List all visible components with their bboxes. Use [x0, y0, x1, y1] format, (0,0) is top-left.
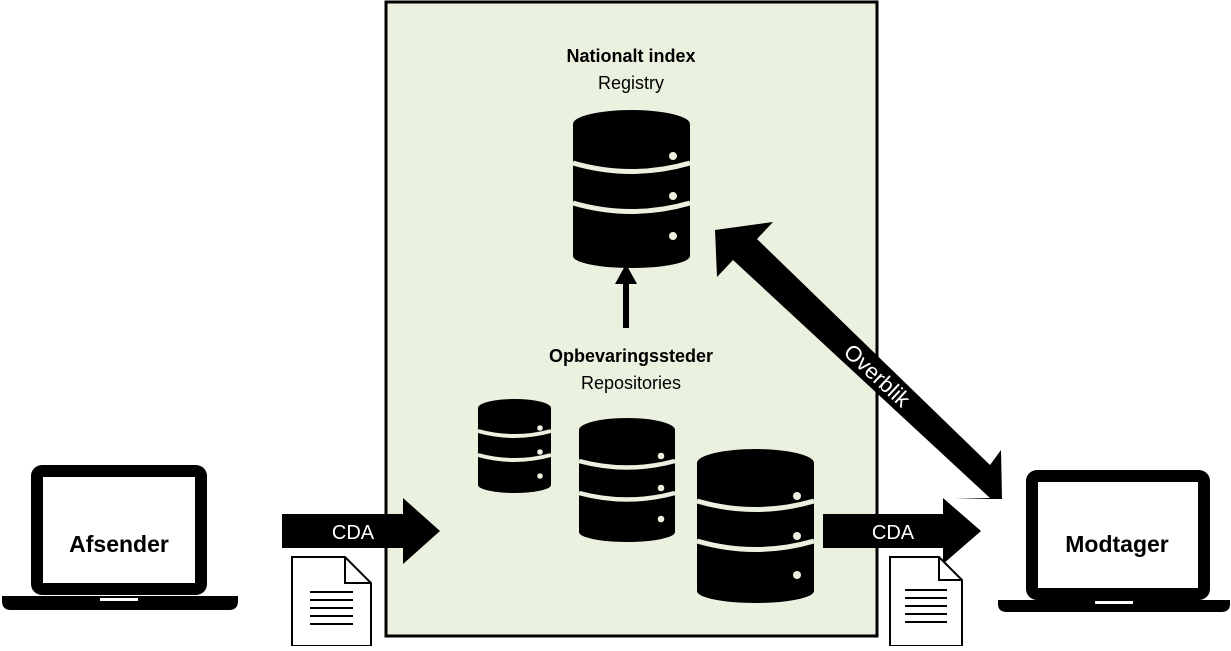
incoming-cda-arrow: [282, 498, 440, 564]
repository-database-icon: [696, 449, 815, 603]
sender-laptop-icon: [2, 465, 238, 610]
repositories-subtitle: Repositories: [581, 373, 681, 393]
registry-title: Nationalt index: [566, 46, 695, 66]
incoming-cda-label: CDA: [332, 522, 375, 544]
outgoing-cda-arrow: [823, 498, 981, 564]
outgoing-document-icon: [889, 556, 963, 647]
sender-label: Afsender: [69, 531, 169, 557]
repository-database-icon: [477, 399, 552, 493]
outgoing-cda-label: CDA: [872, 522, 915, 544]
repository-database-icon: [578, 418, 676, 542]
overview-arrow: [715, 222, 1002, 499]
registry-subtitle: Registry: [598, 73, 664, 93]
receiver-laptop-icon: [998, 470, 1230, 612]
incoming-document-icon: [291, 556, 372, 647]
registry-database-icon: [572, 110, 691, 268]
index-arrow: [615, 264, 637, 328]
repositories-title: Opbevaringssteder: [549, 346, 713, 366]
receiver-label: Modtager: [1065, 531, 1169, 557]
